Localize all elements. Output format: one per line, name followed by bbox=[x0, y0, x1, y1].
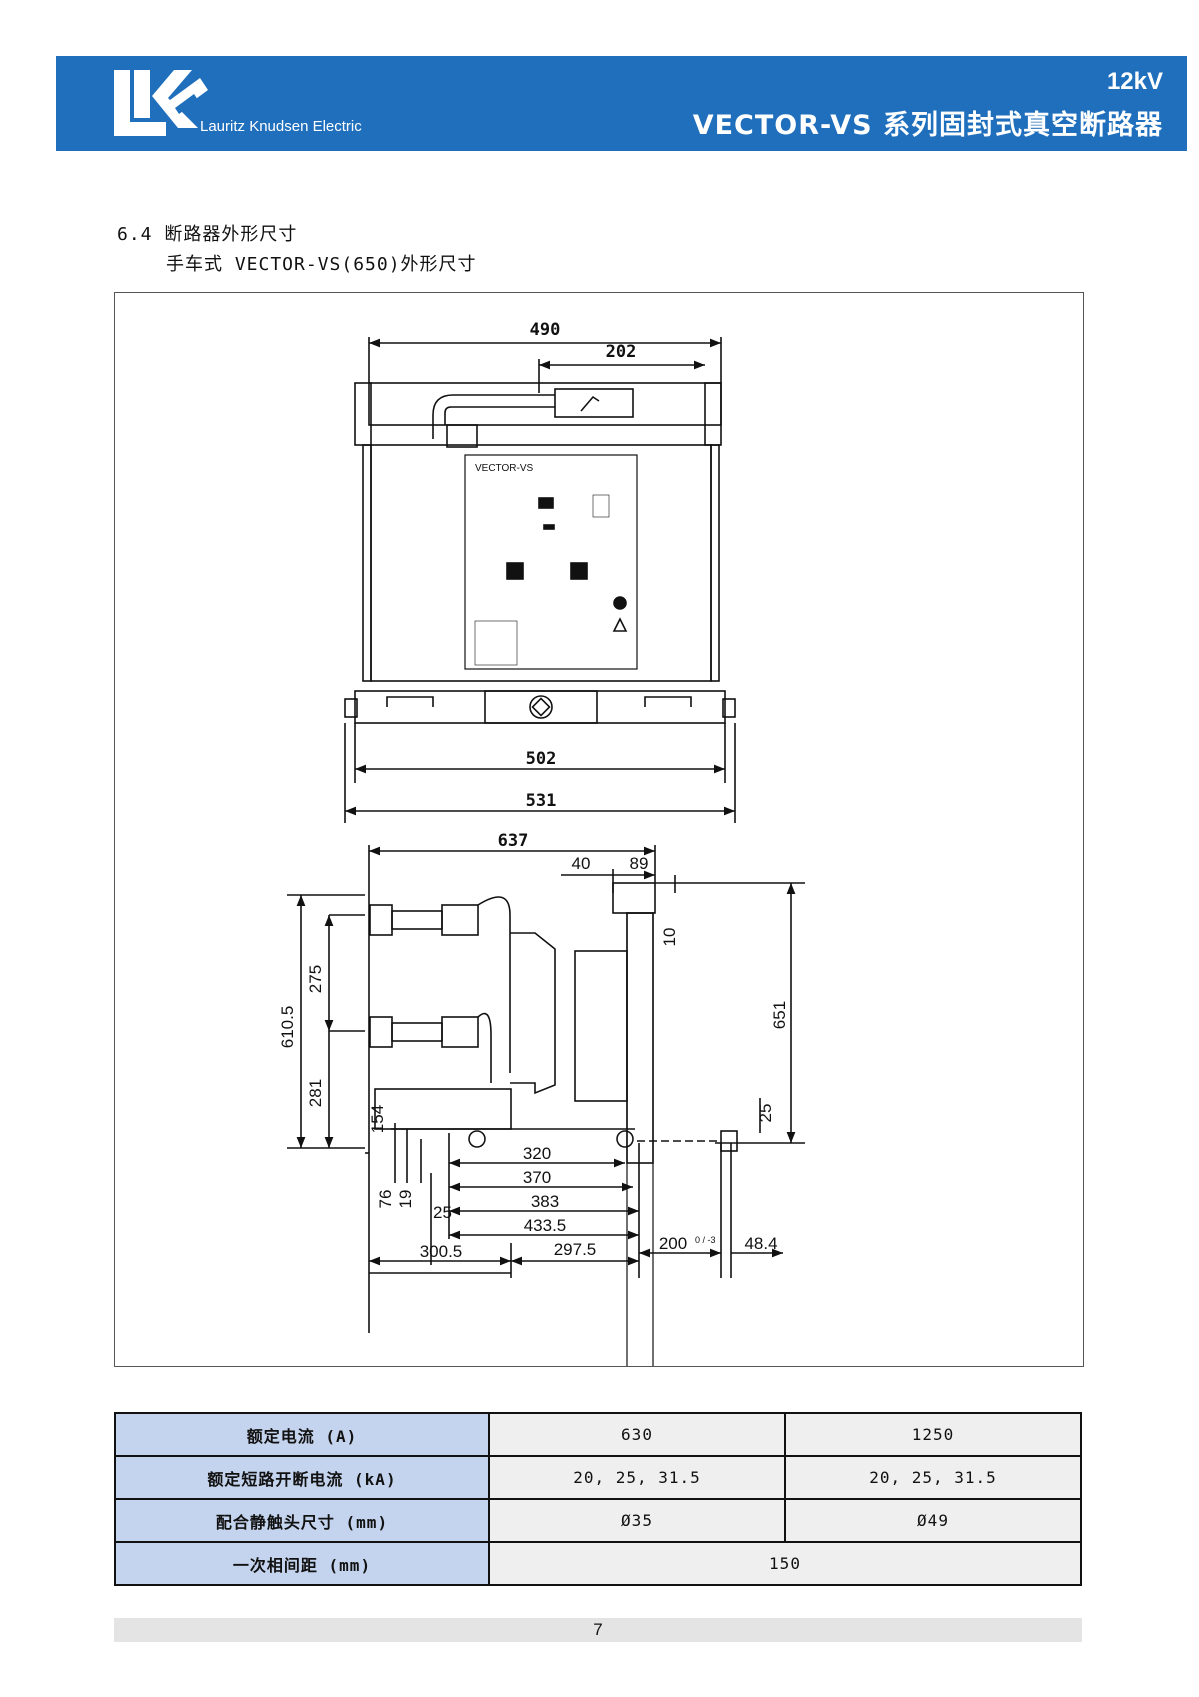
page-number: 7 bbox=[114, 1618, 1082, 1642]
dim-531: 531 bbox=[526, 791, 557, 811]
section-subtitle: 手车式 VECTOR-VS(650)外形尺寸 bbox=[166, 254, 477, 275]
dim-300-5: 300.5 bbox=[420, 1242, 463, 1261]
drawing-svg: 490 202 VECTOR-VS 502 531 637 40 89 10 6… bbox=[278, 320, 805, 1366]
table-row: 额定电流 (A) 630 1250 bbox=[114, 1412, 1082, 1457]
spec-table: 额定电流 (A) 630 1250 额定短路开断电流 (kA) 20, 25, … bbox=[114, 1412, 1082, 1586]
dimension-drawing: 490 202 VECTOR-VS 502 531 637 40 89 10 6… bbox=[114, 292, 1084, 1367]
row-label: 额定电流 (A) bbox=[114, 1412, 490, 1457]
dim-25: 25 bbox=[433, 1203, 452, 1222]
dim-433-5: 433.5 bbox=[524, 1216, 567, 1235]
dim-76: 76 bbox=[376, 1190, 395, 1209]
table-row: 一次相间距 (mm) 150 bbox=[114, 1541, 1082, 1586]
dim-610-5: 610.5 bbox=[278, 1006, 297, 1049]
dim-10: 10 bbox=[660, 928, 679, 947]
row-label: 一次相间距 (mm) bbox=[114, 1541, 490, 1586]
dim-200: 200 bbox=[659, 1234, 687, 1253]
dim-48-4: 48.4 bbox=[744, 1234, 777, 1253]
row-value: Ø35 bbox=[488, 1498, 786, 1543]
dim-490: 490 bbox=[530, 320, 561, 340]
company-name: Lauritz Knudsen Electric bbox=[200, 118, 362, 135]
row-value: 20, 25, 31.5 bbox=[488, 1455, 786, 1500]
dim-200-tolerance: 0 / -3 bbox=[695, 1235, 716, 1245]
dim-297-5: 297.5 bbox=[554, 1240, 597, 1259]
dim-202: 202 bbox=[606, 342, 637, 362]
dim-370: 370 bbox=[523, 1168, 551, 1187]
dim-19: 19 bbox=[396, 1190, 415, 1209]
row-value-merged: 150 bbox=[488, 1541, 1082, 1586]
dim-281: 281 bbox=[306, 1079, 325, 1107]
header-title: VECTOR-VS 系列固封式真空断路器 bbox=[692, 110, 1163, 141]
dim-89: 89 bbox=[630, 854, 649, 873]
row-value: 20, 25, 31.5 bbox=[784, 1455, 1082, 1500]
dim-40: 40 bbox=[572, 854, 591, 873]
row-value: 1250 bbox=[784, 1412, 1082, 1457]
section-title: 6.4 断路器外形尺寸 bbox=[117, 224, 298, 245]
table-row: 配合静触头尺寸 (mm) Ø35 Ø49 bbox=[114, 1498, 1082, 1543]
dim-320: 320 bbox=[523, 1144, 551, 1163]
row-value: 630 bbox=[488, 1412, 786, 1457]
header-banner: Lauritz Knudsen Electric 12kV VECTOR-VS … bbox=[56, 56, 1187, 151]
panel-label: VECTOR-VS bbox=[475, 463, 533, 474]
dim-502: 502 bbox=[526, 749, 557, 769]
dim-25-right: 25 bbox=[756, 1104, 775, 1123]
dim-651: 651 bbox=[770, 1001, 789, 1029]
dim-637: 637 bbox=[498, 831, 529, 851]
row-label: 配合静触头尺寸 (mm) bbox=[114, 1498, 490, 1543]
dim-154: 154 bbox=[368, 1105, 387, 1133]
dim-275: 275 bbox=[306, 965, 325, 993]
row-value: Ø49 bbox=[784, 1498, 1082, 1543]
row-label: 额定短路开断电流 (kA) bbox=[114, 1455, 490, 1500]
table-row: 额定短路开断电流 (kA) 20, 25, 31.5 20, 25, 31.5 bbox=[114, 1455, 1082, 1500]
lke-logo bbox=[114, 70, 208, 136]
dim-383: 383 bbox=[531, 1192, 559, 1211]
header-voltage: 12kV bbox=[1106, 68, 1163, 95]
